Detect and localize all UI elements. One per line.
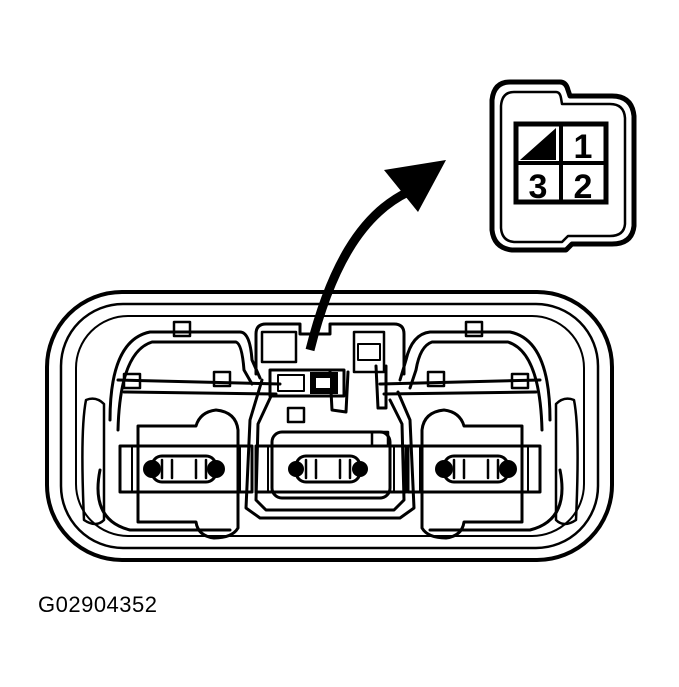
bulb-left: [143, 454, 225, 484]
bulb-center: [288, 454, 368, 484]
pin-1-label: 1: [574, 128, 593, 166]
pin-2-label: 2: [574, 168, 593, 206]
connector-face: 1 3 2: [489, 79, 637, 253]
callout-arrow: [305, 160, 446, 352]
bulb-holder-right: [406, 408, 542, 540]
lamp-housing: [45, 290, 614, 562]
pin-blank-marker: [520, 128, 556, 160]
bulb-holder-left: [118, 408, 254, 540]
pin-3-label: 3: [529, 168, 548, 206]
figure-id-label: G02904352: [38, 592, 158, 617]
arrow-head-icon: [384, 160, 446, 212]
harness-connector: [268, 368, 346, 398]
bulb-holder-center: [254, 430, 408, 500]
bulb-right: [435, 454, 517, 484]
